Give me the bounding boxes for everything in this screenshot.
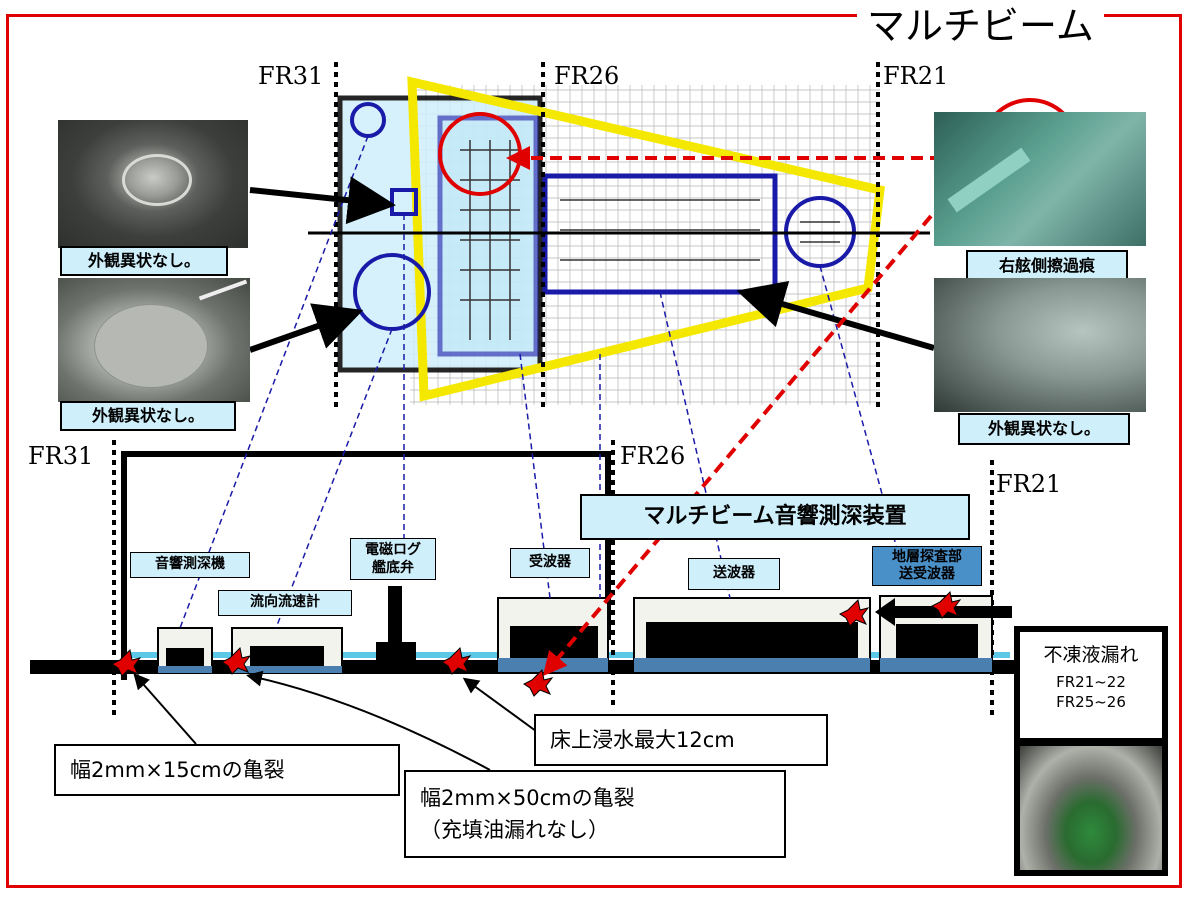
plan-view <box>308 62 930 412</box>
photo-arrow-upper-left <box>249 176 396 225</box>
callout-flooding: 床上浸水最大12cm <box>534 714 828 766</box>
photo-upper-left <box>58 120 248 248</box>
echo-sounder-label: 音響測深機 <box>130 552 250 578</box>
red-dashed-arrow-diagonal <box>542 156 982 677</box>
multibeam-system-label: マルチビーム音響測深装置 <box>580 494 970 540</box>
em-log-label: 電磁ログ 艦底弁 <box>350 538 436 580</box>
photo-lower-right <box>934 278 1146 412</box>
sub-bottom-label: 地層探査部 送受波器 <box>872 546 982 586</box>
antifreeze-title: 不凍液漏れ <box>1043 644 1139 666</box>
receiver-label: 受波器 <box>510 548 590 578</box>
photo-upper-right <box>934 112 1146 246</box>
photo-antifreeze <box>1020 746 1162 870</box>
photo-arrow-lower-left <box>249 303 364 353</box>
plan-fr31-label: FR31 <box>258 62 324 90</box>
em-log-valve <box>376 642 416 664</box>
callout-arrow-crack50 <box>246 670 491 771</box>
callout-arrow-flooding <box>462 677 541 735</box>
red-border-frame: マルチビーム <box>6 3 1182 888</box>
callout-crack-15cm: 幅2mm×15cmの亀裂 <box>54 744 400 796</box>
photo-lower-left <box>58 278 250 402</box>
compartment-outline <box>121 451 611 680</box>
side-fr21-label: FR21 <box>996 470 1062 498</box>
antifreeze-range-1: FR21~22 <box>1056 673 1126 691</box>
caption-upper-left: 外観異状なし。 <box>60 246 228 276</box>
caption-lower-right: 外観異状なし。 <box>958 413 1130 445</box>
side-fr31-label: FR31 <box>28 442 94 470</box>
transmitter-label: 送波器 <box>688 558 780 590</box>
page-title: マルチビーム <box>857 3 1104 49</box>
side-view <box>30 440 1016 720</box>
leak-arrow-head <box>875 598 895 626</box>
callout-arrow-crack15 <box>133 673 197 745</box>
antifreeze-text-box: 不凍液漏れ FR21~22 FR25~26 <box>1020 632 1162 738</box>
antifreeze-range-2: FR25~26 <box>1056 693 1126 711</box>
callout-crack-50cm: 幅2mm×50cmの亀裂 （充填油漏れなし） <box>404 770 786 858</box>
caption-lower-left: 外観異状なし。 <box>60 401 236 431</box>
em-log-stem <box>388 586 402 644</box>
current-meter-label: 流向流速計 <box>218 590 352 616</box>
plan-fr21-label: FR21 <box>883 62 949 90</box>
antifreeze-panel: 不凍液漏れ FR21~22 FR25~26 <box>1014 626 1168 876</box>
plan-fr26-label: FR26 <box>554 62 620 90</box>
crack-markers <box>111 590 962 697</box>
side-fr26-label: FR26 <box>620 442 686 470</box>
